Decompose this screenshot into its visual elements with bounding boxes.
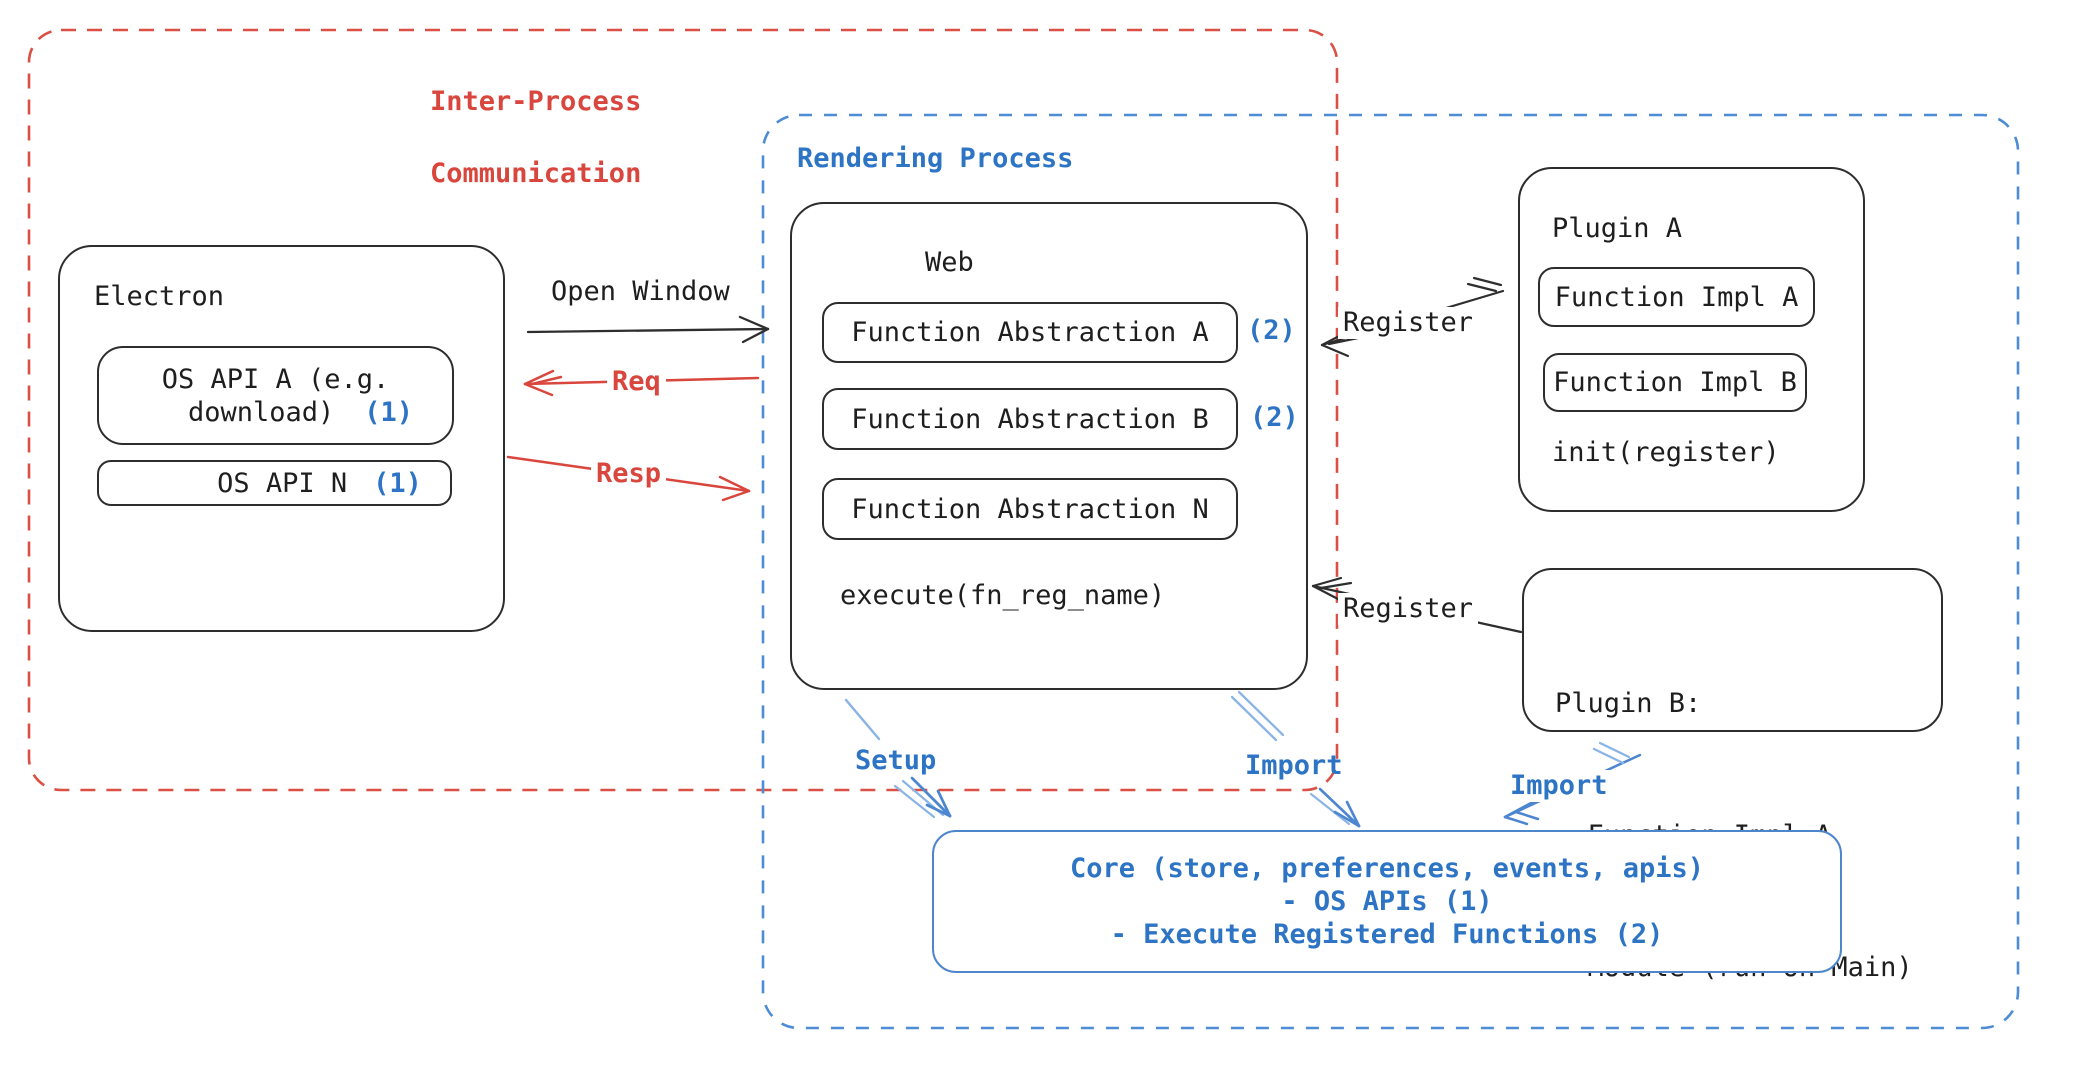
os-api-a-badge: (1) xyxy=(364,396,414,428)
os-api-a-line1: OS API A (e.g. xyxy=(161,363,390,395)
core-line1: Core (store, preferences, events, apis) xyxy=(1070,853,1704,884)
ipc-label-line1: Inter-Process xyxy=(430,86,642,117)
os-api-a-line2: download) xyxy=(187,396,335,428)
fn-abstraction-b-badge: (2) xyxy=(1250,402,1299,433)
core-line2: - OS APIs (1) xyxy=(1281,886,1493,917)
function-abstraction-b-box: Function Abstraction B xyxy=(822,388,1238,450)
register-plugin-b-label: Register xyxy=(1338,593,1479,625)
web-title: Web xyxy=(925,247,974,278)
function-abstraction-n-box: Function Abstraction N xyxy=(822,478,1238,540)
electron-title: Electron xyxy=(94,281,225,312)
os-api-n-text: OS API N (1) xyxy=(217,462,422,504)
os-api-n-badge: (1) xyxy=(373,467,422,499)
fn-abstraction-a-badge: (2) xyxy=(1247,315,1296,346)
core-line3: - Execute Registered Functions (2) xyxy=(1110,919,1664,950)
function-impl-b-box: Function Impl B xyxy=(1543,353,1807,412)
req-label: Req xyxy=(607,366,666,398)
register-plugin-a-label: Register xyxy=(1338,307,1479,339)
function-abstraction-n-label: Function Abstraction N xyxy=(851,493,1209,525)
import-web-label: Import xyxy=(1245,750,1343,781)
init-register-label: init(register) xyxy=(1552,437,1780,468)
function-impl-b-label: Function Impl B xyxy=(1553,367,1797,398)
function-abstraction-a-label: Function Abstraction A xyxy=(851,317,1209,348)
plugin-a-title: Plugin A xyxy=(1552,213,1683,244)
import-plugin-b-label: Import xyxy=(1505,770,1613,802)
plugin-b-box: Plugin B: - Function Impl A - Module (ru… xyxy=(1522,568,1943,983)
os-api-n-label: OS API N xyxy=(217,467,348,499)
execute-call-label: execute(fn_reg_name) xyxy=(840,580,1166,611)
function-impl-a-label: Function Impl A xyxy=(1554,281,1799,313)
os-api-a-text: OS API A (e.g. download) (1) xyxy=(161,348,413,443)
open-window-arrow xyxy=(526,315,770,344)
setup-label: Setup xyxy=(855,745,937,776)
function-abstraction-b-label: Function Abstraction B xyxy=(851,403,1209,435)
plugin-b-title: Plugin B: xyxy=(1555,688,1702,719)
function-impl-a-box: Function Impl A xyxy=(1538,267,1815,327)
core-text: Core (store, preferences, events, apis) … xyxy=(934,832,1840,971)
os-api-a-box: OS API A (e.g. download) (1) xyxy=(97,346,454,445)
os-api-n-box: OS API N (1) xyxy=(97,460,452,506)
rendering-process-label: Rendering Process xyxy=(797,143,1074,174)
open-window-label: Open Window xyxy=(551,276,730,307)
ipc-label-line2: Communication xyxy=(430,158,642,189)
function-abstraction-a-box: Function Abstraction A xyxy=(822,302,1238,363)
resp-label: Resp xyxy=(591,458,667,490)
core-box: Core (store, preferences, events, apis) … xyxy=(932,830,1842,973)
ipc-region-label: Inter-Process Communication xyxy=(430,84,641,192)
